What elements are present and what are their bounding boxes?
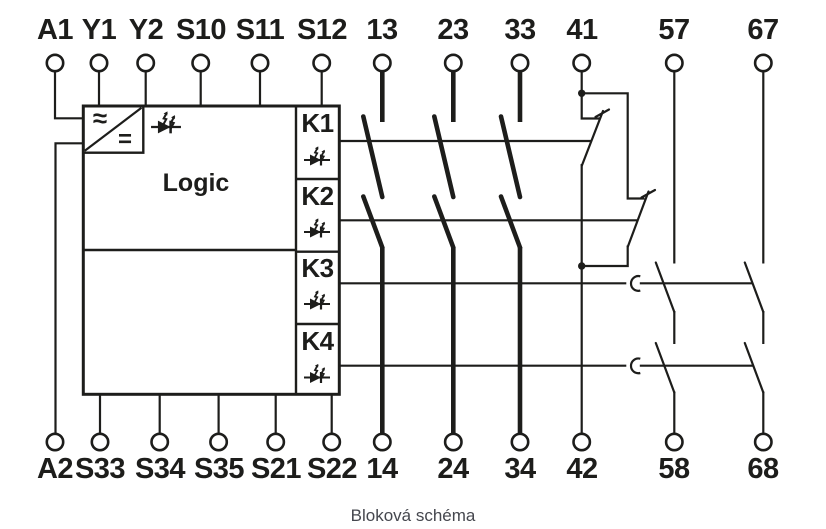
terminal-label-s34: S34 bbox=[134, 453, 186, 485]
contact-23-24 bbox=[431, 71, 456, 434]
terminal-label-s12: S12 bbox=[296, 14, 348, 46]
power-supply-box bbox=[82, 104, 145, 154]
terminal-label-s21: S21 bbox=[250, 453, 302, 485]
terminal-label-41: 41 bbox=[566, 14, 598, 46]
terminal-label-57: 57 bbox=[658, 14, 690, 46]
wire-a1 bbox=[53, 71, 84, 120]
wire-a2 bbox=[54, 142, 84, 434]
terminal-label-33: 33 bbox=[504, 14, 536, 46]
terminal-label-68: 68 bbox=[747, 453, 779, 485]
led-icon-k2 bbox=[302, 217, 332, 239]
contact-57-58 bbox=[654, 71, 676, 434]
terminal-label-34: 34 bbox=[504, 453, 536, 485]
terminal-label-58: 58 bbox=[658, 453, 690, 485]
terminal-label-14: 14 bbox=[366, 453, 398, 485]
terminal-label-s22: S22 bbox=[306, 453, 358, 485]
nc-contact-41-42 bbox=[578, 71, 657, 434]
contact-13-14 bbox=[360, 71, 385, 434]
terminal-label-s35: S35 bbox=[193, 453, 245, 485]
supply-wires bbox=[53, 71, 84, 434]
terminal-label-y1: Y1 bbox=[81, 14, 117, 46]
input-stubs bbox=[97, 71, 333, 434]
led-icon-k3 bbox=[302, 289, 332, 311]
terminal-label-13: 13 bbox=[366, 14, 398, 46]
led-icon-k1 bbox=[302, 145, 332, 167]
terminal-label-a2: A2 bbox=[36, 453, 74, 485]
relay-label-k3: K3 bbox=[301, 253, 334, 283]
relay-linkage-lines bbox=[339, 139, 753, 375]
diagram-caption: Bloková schéma bbox=[350, 506, 476, 525]
relay-label-k2: K2 bbox=[301, 180, 334, 211]
led-icon-logic bbox=[149, 110, 183, 135]
delay-symbol bbox=[629, 357, 641, 375]
terminal-label-y2: Y2 bbox=[128, 14, 164, 46]
no-contacts-instant bbox=[360, 71, 523, 434]
contact-33-34 bbox=[498, 71, 523, 434]
terminal-label-s33: S33 bbox=[74, 453, 126, 485]
terminal-label-42: 42 bbox=[566, 453, 598, 485]
logic-label: Logic bbox=[162, 169, 230, 197]
terminal-circles bbox=[45, 53, 773, 452]
relay-label-k1: K1 bbox=[301, 108, 334, 138]
terminal-label-s10: S10 bbox=[175, 14, 227, 46]
contact-67-68 bbox=[743, 71, 765, 434]
dc-symbol: = bbox=[117, 126, 132, 153]
module-block bbox=[81, 104, 341, 396]
ac-symbol: ≈ bbox=[92, 103, 108, 133]
terminal-label-a1: A1 bbox=[36, 14, 74, 46]
terminal-label-67: 67 bbox=[747, 14, 779, 46]
delay-symbol bbox=[629, 274, 641, 292]
no-contacts-delayed bbox=[654, 71, 765, 434]
led-icon-k4 bbox=[302, 362, 332, 385]
relay-label-k4: K4 bbox=[301, 325, 334, 356]
terminal-label-24: 24 bbox=[437, 453, 469, 485]
terminal-label-23: 23 bbox=[437, 14, 469, 46]
terminal-label-s11: S11 bbox=[235, 14, 285, 46]
